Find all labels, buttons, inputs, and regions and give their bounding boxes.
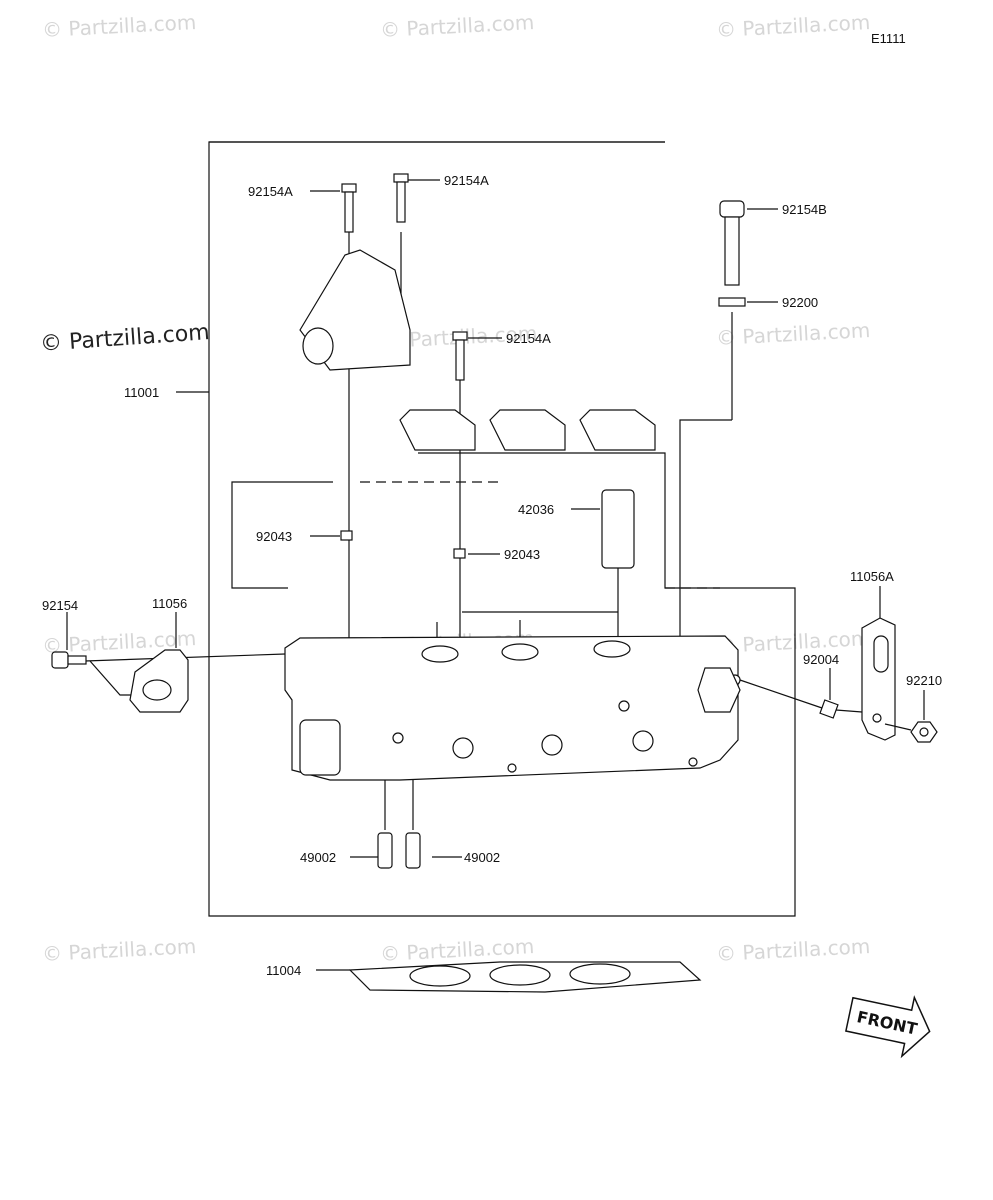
diagram-code: E1111 (871, 31, 906, 46)
label-92200: 92200 (782, 295, 819, 310)
label-92043-1: 92043 (256, 529, 293, 544)
label-92043-2: 92043 (504, 547, 541, 562)
label-11004: 11004 (266, 963, 302, 978)
label-11056: 11056 (152, 596, 188, 611)
label-11056A: 11056A (850, 569, 894, 584)
frame-line (208, 141, 796, 917)
label-92210: 92210 (906, 673, 943, 688)
label-92154: 92154 (42, 598, 79, 613)
label-92004: 92004 (803, 652, 840, 667)
front-arrow: FRONT (845, 995, 931, 1059)
label-11001: 11001 (124, 385, 160, 400)
label-92154A-2: 92154A (444, 173, 489, 188)
label-92154A-3: 92154A (506, 331, 551, 346)
label-92154B: 92154B (782, 202, 827, 217)
label-42036: 42036 (518, 502, 555, 517)
label-49002-2: 49002 (464, 850, 501, 865)
label-92154A-1: 92154A (248, 184, 293, 199)
label-49002-1: 49002 (300, 850, 337, 865)
